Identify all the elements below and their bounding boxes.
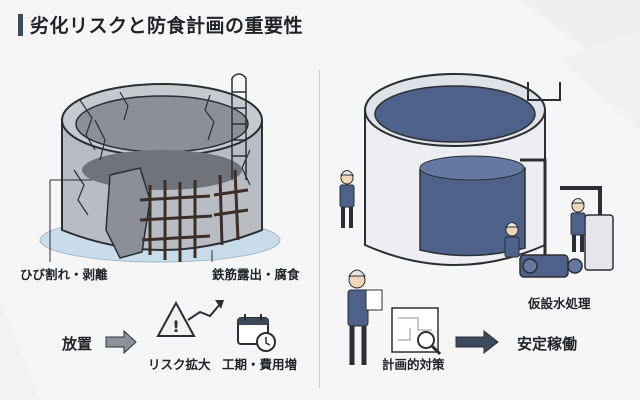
page-title: 劣化リスクと防食計画の重要性 xyxy=(30,15,304,37)
neglect-label: 放置 xyxy=(62,335,93,353)
plan-label: 計画的対策 xyxy=(382,357,445,372)
warning-chart-icon: ! xyxy=(156,300,224,337)
title-accent-bar xyxy=(18,14,23,36)
svg-text:!: ! xyxy=(172,317,179,336)
damaged-tank xyxy=(39,73,281,263)
planner-worker xyxy=(347,269,383,365)
crack-lines xyxy=(73,91,251,216)
exposed-rebar xyxy=(139,169,249,262)
tank-ladder xyxy=(231,73,247,180)
rebar-label: 鉄筋露出・腐食 xyxy=(212,267,300,282)
worker-right xyxy=(570,198,586,252)
blueprint-magnifier-icon xyxy=(391,307,442,356)
worker-left xyxy=(339,170,355,228)
temporary-treatment-equipment xyxy=(519,186,614,278)
risk-label: リスク拡大 xyxy=(148,357,211,372)
arrow-right-icon xyxy=(105,329,137,355)
center-divider xyxy=(319,70,320,388)
calendar-clock-icon xyxy=(237,314,276,352)
repaired-tank xyxy=(364,73,561,266)
crack-label: ひび割れ・剥離 xyxy=(20,267,108,282)
cost-label: 工期・費用増 xyxy=(222,357,298,372)
arrow-right-icon xyxy=(455,329,499,355)
result-label: 安定稼働 xyxy=(517,335,578,353)
temp-treatment-label: 仮設水処理 xyxy=(528,296,591,311)
worker-center xyxy=(504,222,520,258)
